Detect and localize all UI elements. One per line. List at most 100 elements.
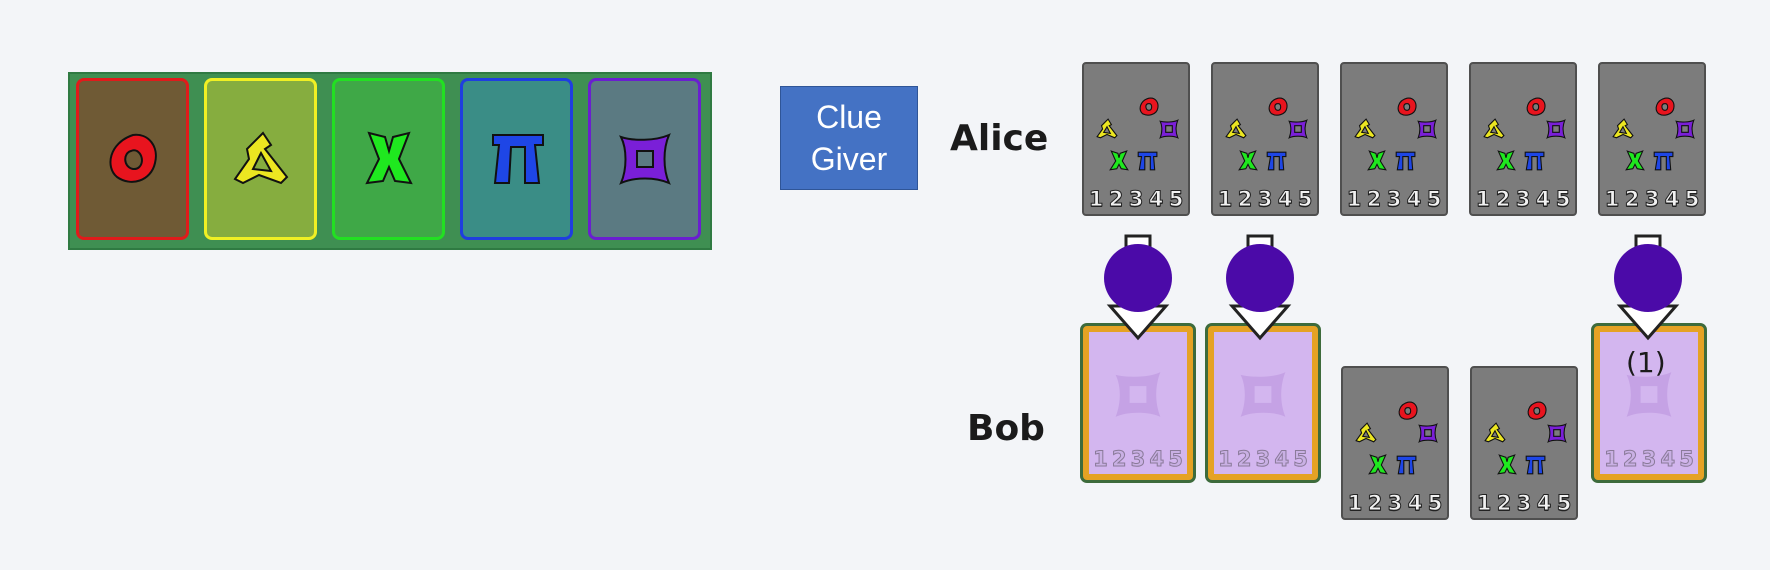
red-pip-icon bbox=[1396, 96, 1418, 123]
rank-2: 2 bbox=[1366, 187, 1382, 212]
red-pip-icon bbox=[1654, 96, 1676, 123]
rank-1: 1 bbox=[1217, 187, 1233, 212]
green-pip-icon bbox=[1367, 454, 1389, 481]
suit-card-yellow bbox=[204, 78, 317, 240]
rank-4: 4 bbox=[1535, 187, 1551, 212]
red-pip-icon bbox=[1138, 96, 1160, 123]
blue-pip-icon bbox=[1524, 454, 1546, 481]
rank-1: 1 bbox=[1346, 187, 1362, 212]
green-pip-icon bbox=[1237, 150, 1259, 177]
suit-card-purple bbox=[588, 78, 701, 240]
rank-5: 5 bbox=[1297, 187, 1313, 212]
rank-4: 4 bbox=[1274, 447, 1290, 472]
rank-4: 4 bbox=[1536, 491, 1552, 516]
blue-pip-icon bbox=[1395, 454, 1417, 481]
rank-3: 3 bbox=[1515, 187, 1531, 212]
rank-5: 5 bbox=[1168, 447, 1184, 472]
purple-square-icon bbox=[1235, 367, 1291, 428]
blue-pip-icon bbox=[1523, 150, 1545, 177]
green-pip-icon bbox=[1108, 150, 1130, 177]
purple-pip-icon bbox=[1674, 118, 1696, 145]
yellow-pip-icon bbox=[1225, 118, 1247, 145]
purple-pip-icon bbox=[1546, 422, 1568, 449]
rank-3: 3 bbox=[1641, 447, 1657, 472]
purple-square-icon bbox=[1621, 367, 1677, 428]
red-pip-icon bbox=[1267, 96, 1289, 123]
blue-pip-icon bbox=[1652, 150, 1674, 177]
clue-arrow-2 bbox=[1220, 234, 1300, 349]
purple-square-icon bbox=[618, 133, 671, 185]
rank-5: 5 bbox=[1293, 447, 1309, 472]
blue-pi-icon bbox=[491, 134, 544, 184]
rank-5: 5 bbox=[1555, 187, 1571, 212]
suit-card-red bbox=[76, 78, 189, 240]
rank-1: 1 bbox=[1088, 187, 1104, 212]
clue-giver-line1: Clue bbox=[816, 99, 882, 135]
rank-2: 2 bbox=[1111, 447, 1127, 472]
purple-pip-icon bbox=[1158, 118, 1180, 145]
yellow-pip-icon bbox=[1484, 422, 1506, 449]
red-ring-icon bbox=[108, 133, 157, 183]
green-x-icon bbox=[364, 131, 413, 185]
red-pip-icon bbox=[1526, 400, 1548, 427]
rank-4: 4 bbox=[1406, 187, 1422, 212]
rank-3: 3 bbox=[1516, 491, 1532, 516]
rank-4: 4 bbox=[1277, 187, 1293, 212]
suit-legend bbox=[68, 72, 712, 250]
blue-pip-icon bbox=[1136, 150, 1158, 177]
rank-1: 1 bbox=[1476, 491, 1492, 516]
rank-3: 3 bbox=[1255, 447, 1271, 472]
purple-pip-icon bbox=[1417, 422, 1439, 449]
clue-order-label: (1) bbox=[1626, 346, 1666, 379]
rank-1: 1 bbox=[1093, 447, 1109, 472]
clue-giver-badge: Clue Giver bbox=[780, 86, 918, 190]
rank-2: 2 bbox=[1624, 187, 1640, 212]
yellow-pip-icon bbox=[1483, 118, 1505, 145]
rank-5: 5 bbox=[1556, 491, 1572, 516]
rank-2: 2 bbox=[1236, 447, 1252, 472]
rank-3: 3 bbox=[1128, 187, 1144, 212]
blue-pip-icon bbox=[1265, 150, 1287, 177]
player-name-alice: Alice bbox=[950, 118, 1049, 159]
rank-4: 4 bbox=[1149, 447, 1165, 472]
rank-4: 4 bbox=[1660, 447, 1676, 472]
rank-2: 2 bbox=[1496, 491, 1512, 516]
purple-pip-icon bbox=[1287, 118, 1309, 145]
clue-giver-line2: Giver bbox=[810, 141, 888, 177]
rank-2: 2 bbox=[1237, 187, 1253, 212]
clue-arrow-3 bbox=[1608, 234, 1688, 349]
rank-4: 4 bbox=[1407, 491, 1423, 516]
purple-square-icon bbox=[1110, 367, 1166, 428]
purple-pip-icon bbox=[1416, 118, 1438, 145]
yellow-pip-icon bbox=[1355, 422, 1377, 449]
green-pip-icon bbox=[1495, 150, 1517, 177]
rank-5: 5 bbox=[1168, 187, 1184, 212]
blue-pip-icon bbox=[1394, 150, 1416, 177]
purple-pip-icon bbox=[1545, 118, 1567, 145]
rank-2: 2 bbox=[1495, 187, 1511, 212]
yellow-pip-icon bbox=[1612, 118, 1634, 145]
suit-card-green bbox=[332, 78, 445, 240]
rank-1: 1 bbox=[1475, 187, 1491, 212]
yellow-pip-icon bbox=[1354, 118, 1376, 145]
rank-2: 2 bbox=[1108, 187, 1124, 212]
